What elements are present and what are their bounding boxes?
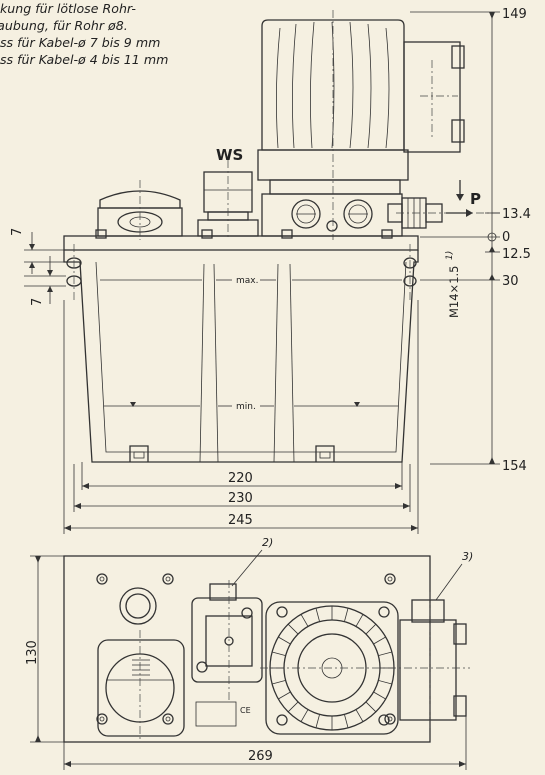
level-switch-plan: CE — [191, 580, 263, 727]
dim-230: 230 — [228, 491, 253, 506]
pump-rib — [315, 714, 320, 728]
pump-rib — [300, 709, 309, 722]
left-dimensions — [24, 232, 66, 304]
ref-2-label: 2) — [262, 536, 273, 549]
dim-30: 30 — [502, 274, 519, 289]
dim-bottom-7: 7 — [30, 298, 45, 306]
pump-rib — [272, 651, 286, 656]
dim-12-5: 12.5 — [502, 247, 531, 262]
footnote-1: nkung für lötlose Rohr- — [0, 1, 136, 16]
filler-cap-plan — [97, 587, 185, 740]
pump-rib — [373, 691, 386, 700]
dim-0: 0 — [502, 230, 510, 245]
pump-rib — [315, 608, 320, 622]
footnote-2: raubung, für Rohr ø8. — [0, 18, 128, 33]
min-label: min. — [236, 402, 256, 412]
dim-149: 149 — [502, 7, 527, 22]
max-label: max. — [236, 276, 258, 286]
dim-245: 245 — [228, 513, 253, 528]
pump-base — [261, 193, 500, 237]
ws-label: WS — [216, 146, 243, 164]
filler-cap — [97, 180, 183, 240]
footnotes: nkung für lötlose Rohr- raubung, für Roh… — [0, 0, 260, 68]
pump-rib — [378, 680, 392, 685]
plan-view: CE 2) 3) — [25, 536, 473, 770]
dim-130: 130 — [25, 640, 40, 665]
pump-rib — [355, 709, 364, 722]
svg-text:CE: CE — [240, 706, 251, 715]
dim-13-4: 13.4 — [502, 207, 531, 222]
pump-plan — [260, 592, 470, 735]
pump-rib — [272, 680, 286, 685]
dim-154: 154 — [502, 459, 527, 474]
reservoir-tank — [63, 229, 419, 463]
pump-rib — [355, 614, 364, 627]
pump-rib — [378, 651, 392, 656]
pump-rib — [278, 636, 291, 645]
front-view: WS P max. min. M14×1.5 1) — [10, 7, 531, 534]
ref-3-label: 3) — [462, 550, 473, 563]
thread-label: M14×1.5 — [447, 266, 461, 318]
thread-footnote-ref: 1) — [445, 251, 455, 260]
dim-top-7: 7 — [10, 228, 25, 236]
pump-rib — [287, 623, 299, 635]
pump-rib — [365, 701, 377, 713]
pump-rib — [373, 636, 386, 645]
pump-rib — [300, 614, 309, 627]
level-switch-ws — [197, 160, 259, 240]
pump-rib — [344, 714, 349, 728]
pump-rib — [344, 608, 349, 622]
dim-269: 269 — [248, 749, 273, 764]
plan-holes — [96, 573, 396, 725]
pump-rib — [278, 691, 291, 700]
dim-220: 220 — [228, 471, 253, 486]
pump-housing — [257, 10, 465, 240]
plan-dimensions — [30, 555, 467, 770]
pump-rib — [365, 623, 377, 635]
right-dimensions — [410, 11, 500, 465]
pump-rib — [287, 701, 299, 713]
p-arrow-icon — [446, 180, 473, 217]
bottom-dimensions — [63, 300, 419, 534]
p-label: P — [470, 190, 481, 208]
footnote-4: uss für Kabel-ø 4 bis 11 mm — [0, 52, 169, 67]
footnote-3: uss für Kabel-ø 7 bis 9 mm — [0, 35, 161, 50]
